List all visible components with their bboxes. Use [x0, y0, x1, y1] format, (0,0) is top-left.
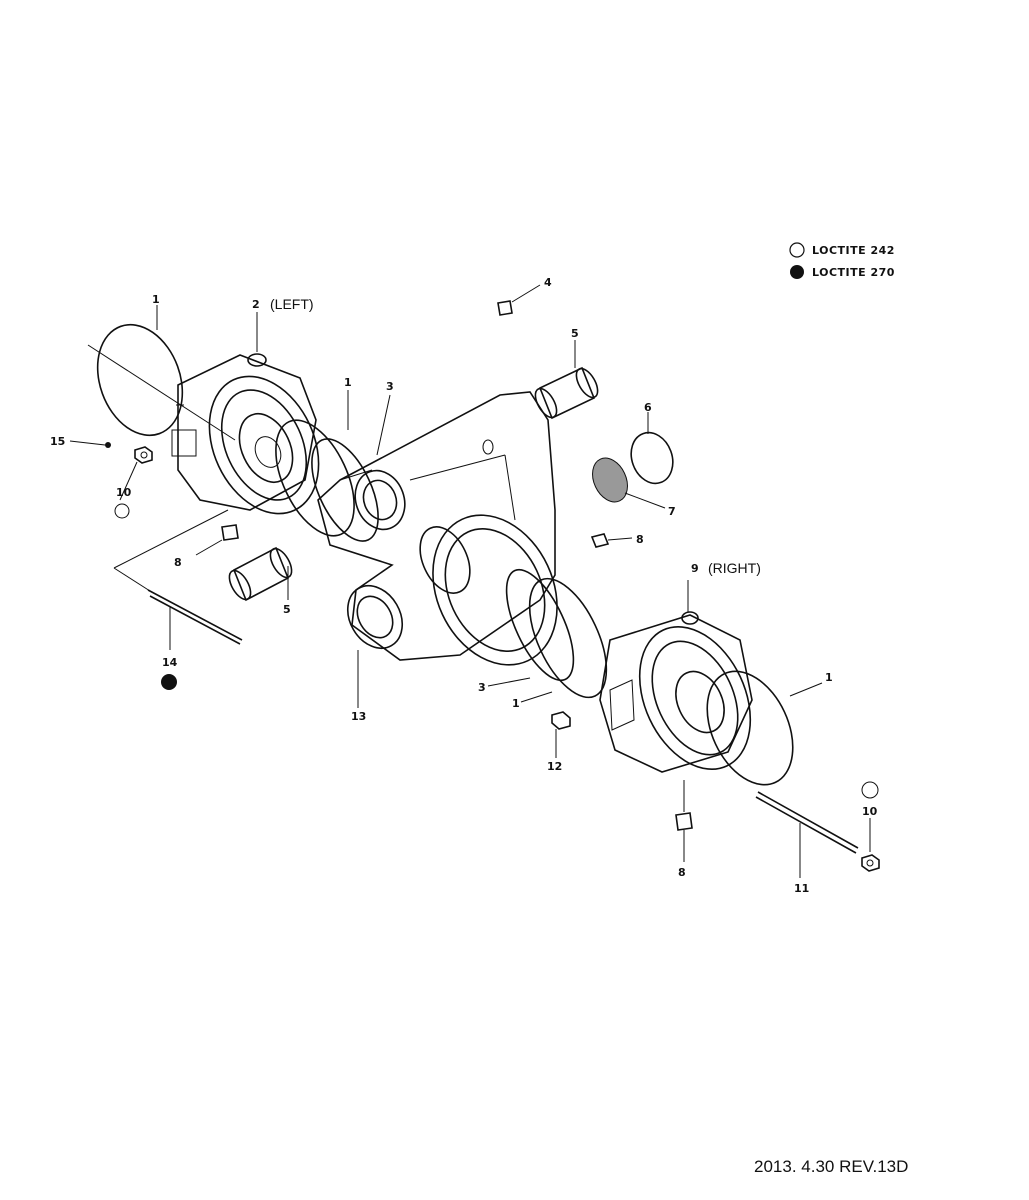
- loctite-242-marker-right: [861, 781, 879, 799]
- o-ring-part-1-left: [87, 323, 236, 441]
- bushing-part-5-lower: [228, 546, 293, 602]
- callout-10-nut-left: 10: [116, 486, 132, 499]
- callout-8-plug-bottom: 8: [678, 866, 686, 879]
- stud-part-11: [755, 791, 859, 878]
- breather-part-4: [497, 284, 541, 316]
- callout-9-right-housing: 9: [691, 562, 699, 575]
- callout-13-axle-housing: 13: [351, 710, 366, 723]
- filter-part-7: [592, 457, 666, 509]
- callout-12-nut: 12: [547, 760, 562, 773]
- plug-part-8-left: [195, 524, 239, 556]
- callout-3-oring: 3: [386, 380, 394, 393]
- callout-5-bushing-lower: 5: [283, 603, 291, 616]
- o-ring-part-3-left: [311, 394, 391, 542]
- right-housing-part-9: [599, 580, 753, 773]
- callout-1-oring-mid: 1: [344, 376, 352, 389]
- revision-label: 2013. 4.30 REV.13D: [754, 1157, 909, 1176]
- legend: LOCTITE 242 LOCTITE 270: [789, 242, 895, 279]
- callout-1-oring-far-right: 1: [825, 671, 833, 684]
- callout-3-oring-right: 3: [478, 681, 486, 694]
- plug-part-8-middle: [590, 533, 633, 548]
- nut-part-12: [551, 711, 571, 758]
- callout-6-snap-ring: 6: [644, 401, 652, 414]
- o-ring-part-1-right-mid: [520, 577, 608, 703]
- bolt-part-15: [69, 440, 111, 448]
- left-housing-part-2: [171, 353, 320, 515]
- callout-11-stud: 11: [794, 882, 809, 895]
- callout-10-nut-right: 10: [862, 805, 878, 818]
- o-ring-part-1-mid: [275, 390, 355, 537]
- loctite-242-marker-left: [114, 503, 130, 519]
- loctite-270-marker-left: [161, 674, 177, 690]
- nut-part-10-left: [114, 446, 153, 519]
- callout-1-oring-left: 1: [152, 293, 160, 306]
- loctite-270-label: LOCTITE 270: [812, 266, 895, 279]
- callout-2-left-housing: 2: [252, 298, 260, 311]
- bushing-part-5-upper: [534, 340, 599, 420]
- loctite-242-label: LOCTITE 242: [812, 244, 895, 257]
- callout-15-bolt: 15: [50, 435, 65, 448]
- o-ring-part-1-far-right: [706, 670, 823, 786]
- o-ring-part-3-right: [487, 568, 575, 687]
- callout-4-breather: 4: [544, 276, 552, 289]
- callout-1-oring-right-mid: 1: [512, 697, 520, 710]
- callout-7-filter: 7: [668, 505, 676, 518]
- pin-part-14: [113, 509, 243, 690]
- loctite-242-marker: [789, 242, 805, 258]
- axle-housing-part-13: [317, 391, 558, 708]
- loctite-270-marker: [790, 265, 804, 279]
- right-side-label: (RIGHT): [708, 560, 761, 576]
- callout-14-pin: 14: [162, 656, 178, 669]
- left-side-label: (LEFT): [270, 296, 314, 312]
- callout-5-bushing-upper: 5: [571, 327, 579, 340]
- snap-ring-part-6: [630, 412, 674, 485]
- callout-8-plug-left: 8: [174, 556, 182, 569]
- plug-part-8-bottom: [675, 780, 693, 862]
- nut-part-10-right: [861, 781, 880, 872]
- callout-8-plug-middle: 8: [636, 533, 644, 546]
